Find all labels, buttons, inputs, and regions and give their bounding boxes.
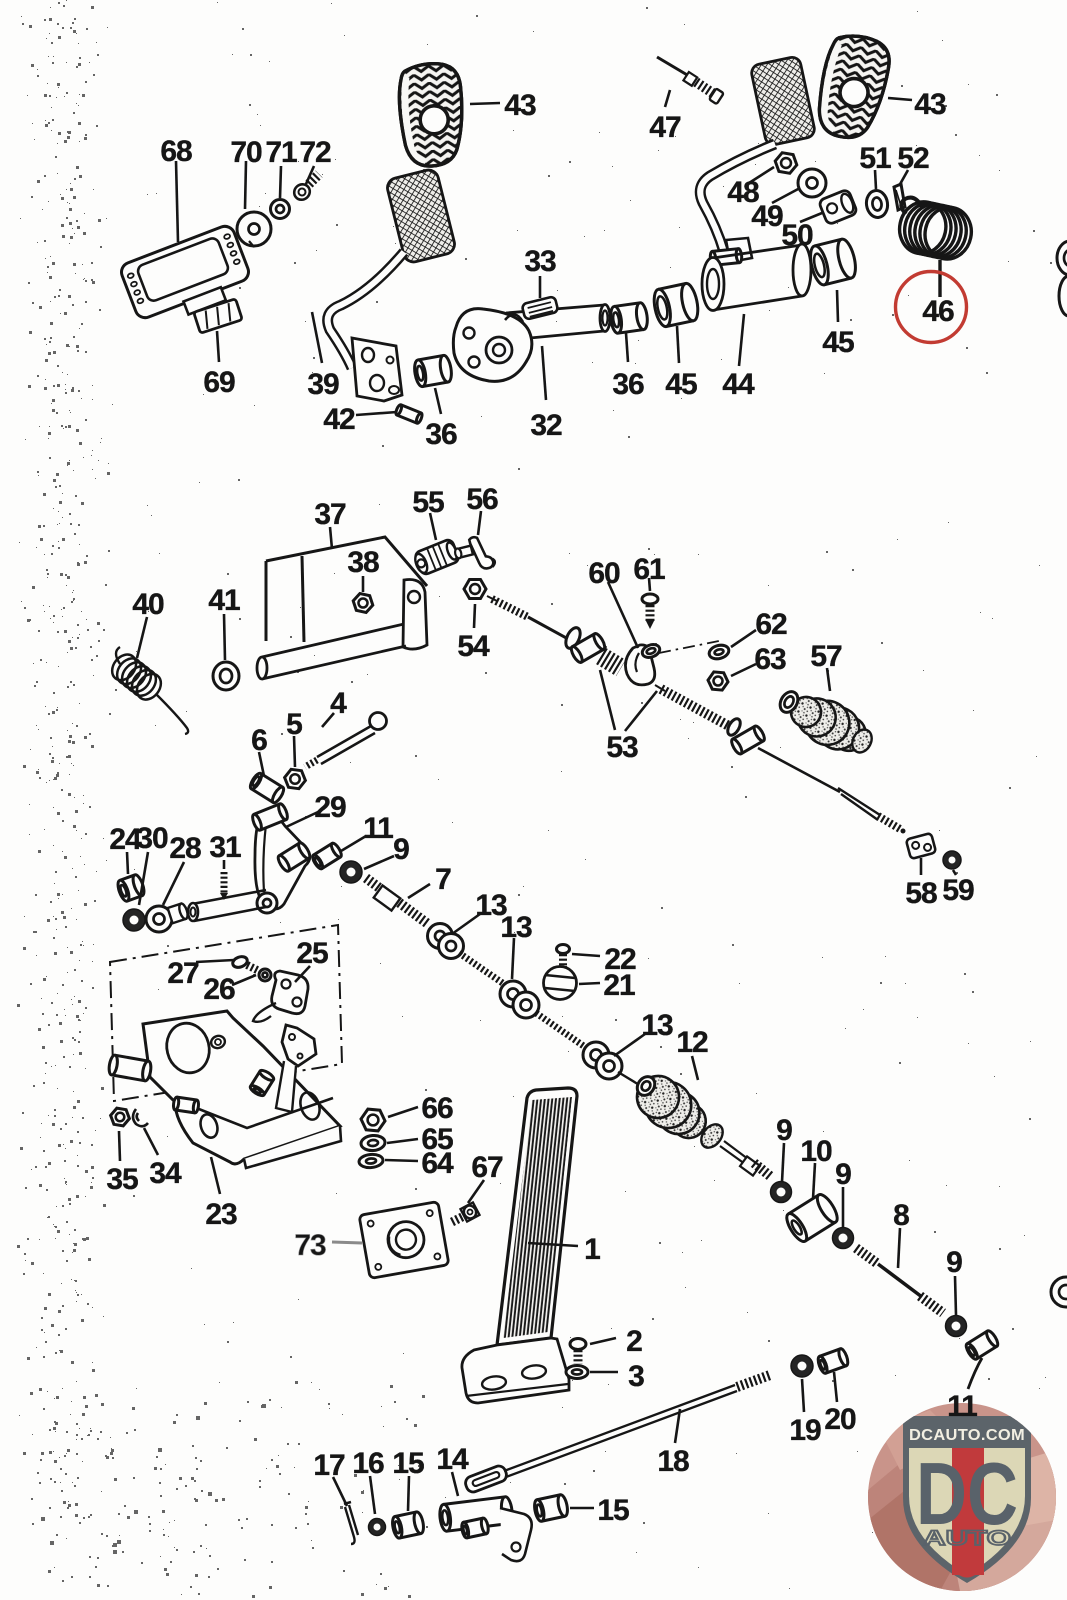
svg-text:38: 38 — [347, 546, 379, 579]
svg-text:17: 17 — [313, 1449, 345, 1482]
svg-text:DCAUTO.COM: DCAUTO.COM — [909, 1427, 1025, 1444]
svg-text:50: 50 — [781, 219, 813, 252]
svg-text:23: 23 — [205, 1198, 237, 1231]
svg-text:13: 13 — [641, 1009, 673, 1042]
svg-text:68: 68 — [160, 135, 192, 168]
svg-text:52: 52 — [897, 142, 929, 175]
svg-text:64: 64 — [421, 1147, 454, 1180]
svg-text:24: 24 — [109, 823, 142, 856]
svg-text:9: 9 — [776, 1114, 792, 1147]
svg-text:9: 9 — [393, 833, 409, 866]
svg-text:31: 31 — [209, 831, 241, 864]
svg-text:56: 56 — [466, 483, 498, 516]
svg-text:19: 19 — [789, 1414, 821, 1447]
svg-text:4: 4 — [330, 687, 347, 720]
svg-text:39: 39 — [307, 368, 339, 401]
svg-text:9: 9 — [835, 1158, 851, 1191]
svg-text:6: 6 — [251, 724, 267, 757]
svg-text:AUTO: AUTO — [923, 1527, 1011, 1550]
svg-text:60: 60 — [588, 557, 620, 590]
svg-text:51: 51 — [859, 142, 891, 175]
svg-text:66: 66 — [421, 1092, 453, 1125]
svg-text:21: 21 — [603, 969, 635, 1002]
svg-text:73: 73 — [294, 1229, 326, 1262]
svg-text:48: 48 — [727, 176, 759, 209]
svg-text:22: 22 — [604, 943, 636, 976]
svg-text:67: 67 — [471, 1151, 503, 1184]
svg-text:37: 37 — [314, 498, 346, 531]
svg-text:44: 44 — [722, 368, 755, 401]
svg-text:15: 15 — [392, 1447, 424, 1480]
svg-text:69: 69 — [203, 366, 235, 399]
svg-text:47: 47 — [649, 111, 681, 144]
svg-text:71: 71 — [265, 136, 297, 169]
svg-text:40: 40 — [132, 588, 164, 621]
svg-text:13: 13 — [475, 889, 507, 922]
svg-text:1: 1 — [584, 1233, 600, 1266]
svg-text:33: 33 — [524, 245, 556, 278]
svg-text:14: 14 — [436, 1443, 469, 1476]
svg-text:41: 41 — [208, 584, 240, 617]
svg-text:70: 70 — [230, 136, 262, 169]
svg-text:55: 55 — [412, 486, 444, 519]
svg-text:12: 12 — [676, 1026, 708, 1059]
svg-text:53: 53 — [606, 731, 638, 764]
svg-text:2: 2 — [626, 1325, 642, 1358]
svg-text:34: 34 — [149, 1157, 182, 1190]
svg-text:8: 8 — [893, 1199, 909, 1232]
svg-text:35: 35 — [106, 1163, 138, 1196]
svg-text:36: 36 — [425, 418, 457, 451]
svg-text:43: 43 — [914, 88, 946, 121]
svg-text:11: 11 — [947, 1390, 977, 1423]
svg-text:18: 18 — [657, 1445, 689, 1478]
svg-text:32: 32 — [530, 409, 562, 442]
svg-text:61: 61 — [633, 553, 665, 586]
svg-text:58: 58 — [905, 877, 937, 910]
svg-text:13: 13 — [500, 911, 532, 944]
svg-text:57: 57 — [810, 640, 842, 673]
svg-text:54: 54 — [457, 630, 490, 663]
svg-text:DC: DC — [916, 1444, 1018, 1543]
svg-text:45: 45 — [822, 326, 854, 359]
svg-text:7: 7 — [435, 863, 451, 896]
svg-text:10: 10 — [800, 1135, 832, 1168]
svg-text:25: 25 — [296, 937, 328, 970]
svg-text:62: 62 — [755, 608, 787, 641]
svg-text:65: 65 — [421, 1123, 453, 1156]
svg-text:36: 36 — [612, 368, 644, 401]
svg-text:43: 43 — [504, 89, 536, 122]
svg-text:15: 15 — [597, 1494, 629, 1527]
svg-text:28: 28 — [169, 832, 201, 865]
svg-text:16: 16 — [352, 1447, 384, 1480]
svg-text:27: 27 — [167, 957, 199, 990]
svg-text:20: 20 — [824, 1403, 856, 1436]
svg-text:9: 9 — [946, 1246, 962, 1279]
svg-text:26: 26 — [203, 973, 235, 1006]
svg-text:49: 49 — [751, 200, 783, 233]
svg-text:46: 46 — [922, 295, 954, 328]
svg-text:11: 11 — [363, 812, 393, 845]
svg-text:3: 3 — [628, 1360, 644, 1393]
svg-text:45: 45 — [665, 368, 697, 401]
svg-text:42: 42 — [323, 403, 355, 436]
svg-text:5: 5 — [286, 708, 302, 741]
svg-text:29: 29 — [314, 791, 346, 824]
svg-text:59: 59 — [942, 874, 974, 907]
svg-text:72: 72 — [299, 136, 331, 169]
svg-text:63: 63 — [754, 643, 786, 676]
svg-text:30: 30 — [136, 822, 168, 855]
